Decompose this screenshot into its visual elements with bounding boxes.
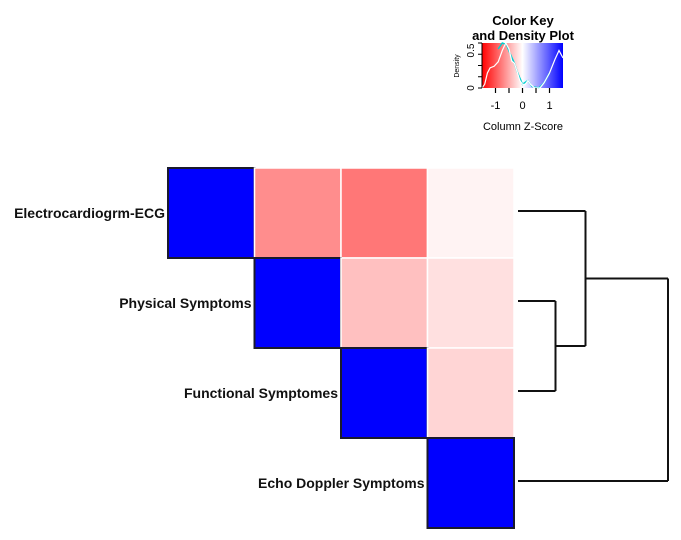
heatmap-cell-diagonal: [167, 167, 256, 259]
heatmap-cell: [340, 257, 429, 349]
heatmap-cell: [426, 167, 515, 259]
heatmap-cell: [253, 167, 342, 259]
color-key-ylabel: Density: [454, 54, 461, 78]
row-label: Electrocardiogrm-ECG: [14, 205, 165, 221]
heatmap-cell-diagonal: [253, 257, 342, 349]
key-xtick-label: 1: [546, 100, 552, 112]
heatmap-cell: [426, 257, 515, 349]
row-label: Physical Symptoms: [119, 295, 251, 311]
density-curve: [481, 41, 564, 89]
key-ytick-label: 0.5: [466, 43, 477, 57]
key-ytick-label: 0: [466, 85, 477, 91]
heatmap-cell-diagonal: [340, 347, 429, 439]
key-xtick-label: -1: [491, 100, 501, 112]
color-key: Color Key and Density Plot -1 0 1 0 0.5 Col…: [454, 13, 575, 133]
key-xtick-label: 0: [519, 100, 525, 112]
row-label: Echo Doppler Symptoms: [258, 475, 425, 491]
color-key-xlabel: Column Z-Score: [483, 121, 563, 133]
heatmap-cell: [426, 347, 515, 439]
heatmap-cell-diagonal: [426, 437, 515, 529]
color-key-title-line1: Color Key: [492, 13, 554, 28]
row-label: Functional Symptomes: [184, 385, 338, 401]
heatmap-cell: [340, 167, 429, 259]
color-key-title-line2: and Density Plot: [472, 28, 575, 43]
